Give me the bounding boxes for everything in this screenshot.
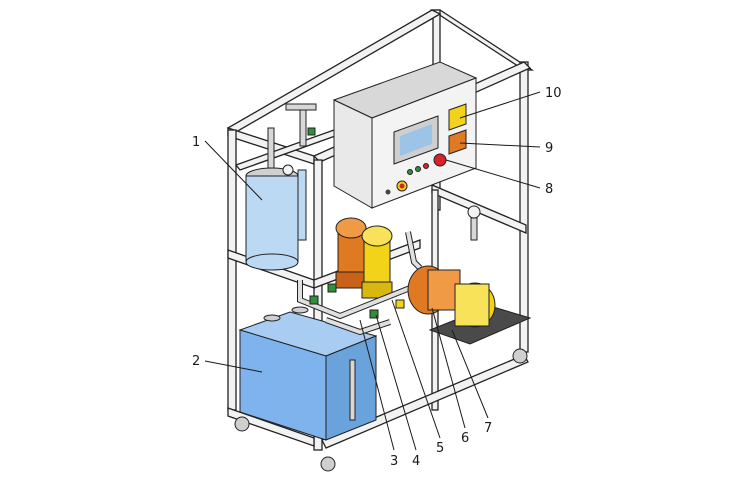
emergency-stop-button bbox=[433, 153, 447, 167]
callout-6: 6 bbox=[461, 431, 469, 446]
callout-4: 4 bbox=[412, 454, 420, 469]
centrifugal-pump-assembly bbox=[407, 265, 532, 345]
valve bbox=[369, 309, 379, 319]
valve bbox=[327, 283, 337, 293]
castor-wheels bbox=[234, 348, 528, 472]
valve bbox=[309, 295, 319, 305]
callout-2: 2 bbox=[192, 354, 200, 369]
dosing-pump-yellow bbox=[361, 225, 393, 299]
warning-label-panel-9 bbox=[448, 129, 467, 155]
callout-1: 1 bbox=[192, 135, 200, 150]
callout-5: 5 bbox=[436, 441, 444, 456]
control-cabinet bbox=[332, 61, 478, 209]
warning-label-panel-10 bbox=[448, 103, 467, 131]
piping bbox=[297, 231, 442, 336]
dosing-pump-orange bbox=[335, 217, 367, 289]
callout-3: 3 bbox=[390, 454, 398, 469]
valve bbox=[395, 299, 405, 309]
callout-7: 7 bbox=[484, 421, 492, 436]
callout-labels: 1 2 3 4 5 6 7 8 9 10 bbox=[192, 86, 562, 469]
filter-column bbox=[245, 103, 317, 271]
callout-leaders bbox=[204, 91, 541, 451]
pressure-gauge bbox=[467, 205, 481, 241]
callout-8: 8 bbox=[545, 182, 553, 197]
callout-9: 9 bbox=[545, 141, 553, 156]
water-tank bbox=[238, 306, 378, 441]
callout-10: 10 bbox=[545, 86, 562, 101]
